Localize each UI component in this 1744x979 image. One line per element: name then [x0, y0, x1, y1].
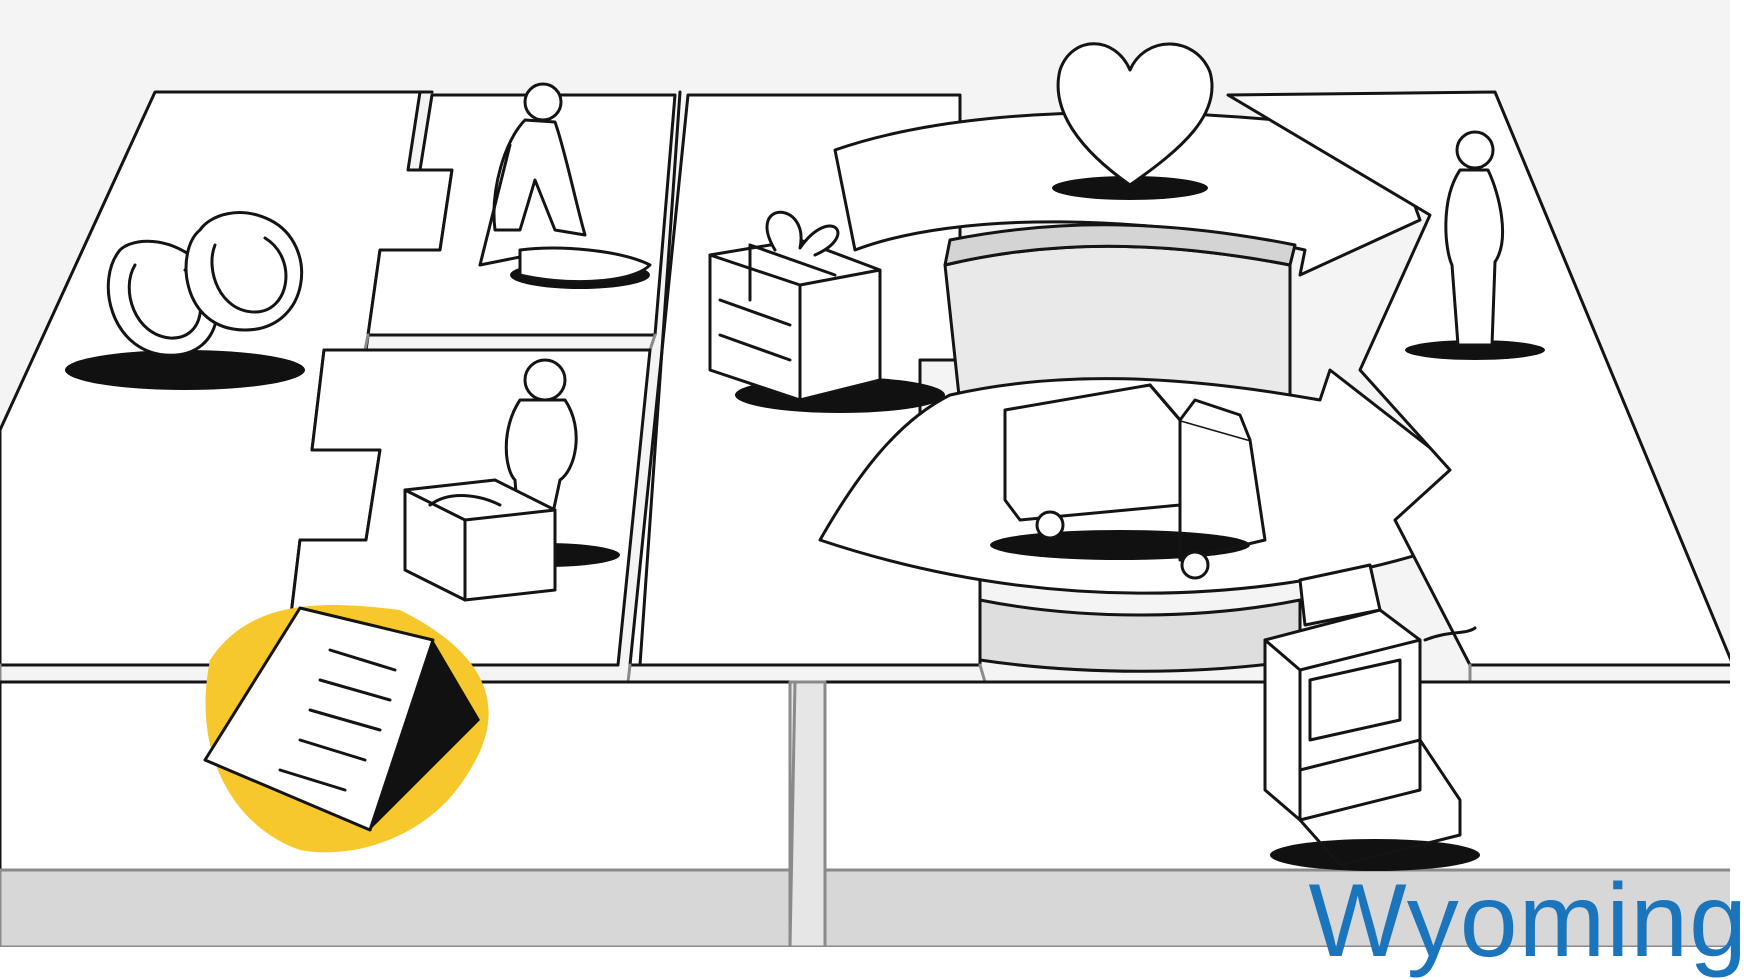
brand-wordmark: Wyoming [1308, 869, 1744, 973]
business-model-canvas-illustration [0, 0, 1744, 947]
right-edge-mask [1730, 0, 1744, 947]
